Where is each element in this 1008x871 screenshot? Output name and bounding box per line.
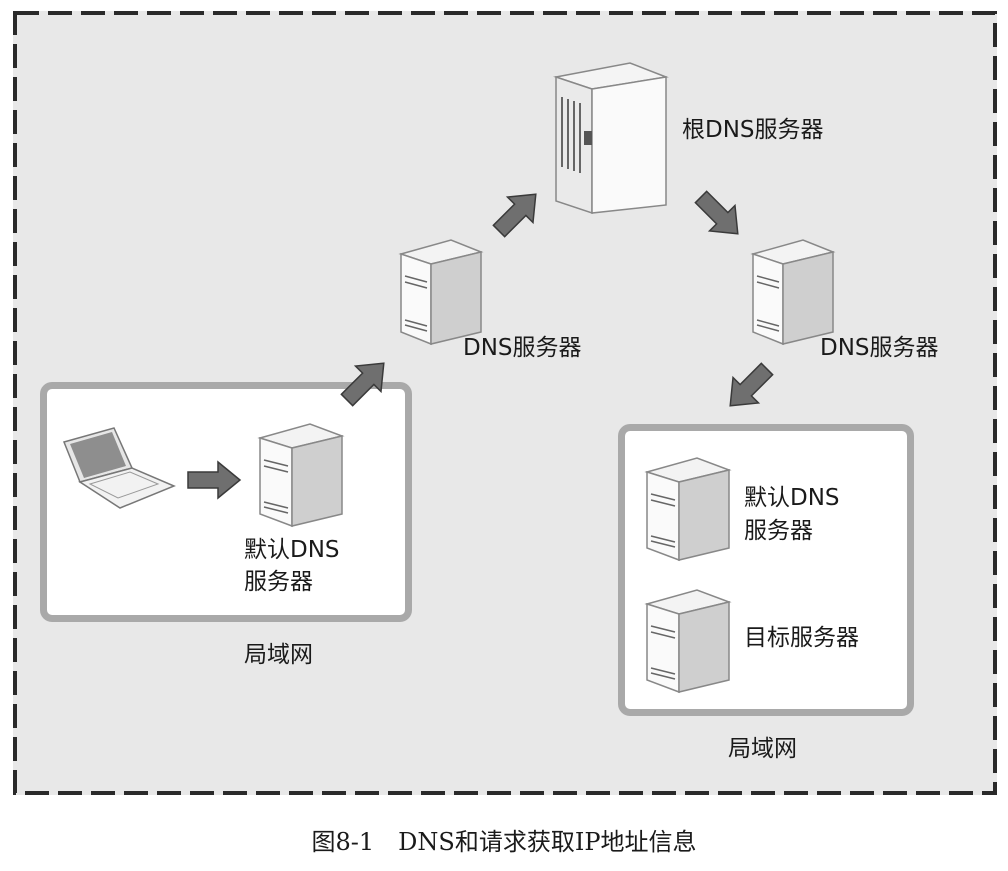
figure-caption: 图8-1 DNS和请求获取IP地址信息 (0, 822, 1008, 857)
root-dns-label: 根DNS服务器 (682, 117, 824, 143)
default-dns-server-left-icon (257, 423, 345, 528)
arrow-default-dns-to-dns-left (333, 349, 398, 414)
root-server-icon (553, 62, 669, 215)
default-dns-left-label-line2: 服务器 (244, 569, 313, 595)
dns-server-right-icon (750, 239, 836, 346)
target-server-label: 目标服务器 (744, 625, 859, 651)
default-dns-left-label-line1: 默认DNS (244, 537, 340, 563)
lan-left-box (40, 382, 412, 622)
default-dns-right-label-line2: 服务器 (744, 518, 813, 544)
dns-server-left-label: DNS服务器 (463, 335, 582, 361)
arrow-root-to-dns-right (687, 183, 752, 248)
lan-right-label: 局域网 (728, 736, 797, 762)
arrow-dns-right-to-lan (716, 355, 781, 420)
default-dns-server-right-icon (644, 457, 732, 562)
default-dns-right-label-line1: 默认DNS (744, 485, 840, 511)
arrow-laptop-to-default-dns (187, 461, 241, 499)
lan-left-label: 局域网 (244, 642, 313, 668)
target-server-icon (644, 589, 732, 694)
dashed-frame-border (13, 11, 997, 795)
figure-number: 图8-1 (311, 828, 375, 856)
dns-server-left-icon (398, 239, 484, 346)
figure-title: DNS和请求获取IP地址信息 (398, 828, 697, 856)
laptop-icon (62, 427, 176, 509)
dns-server-right-label: DNS服务器 (820, 335, 939, 361)
arrow-dns-left-to-root (485, 180, 550, 245)
